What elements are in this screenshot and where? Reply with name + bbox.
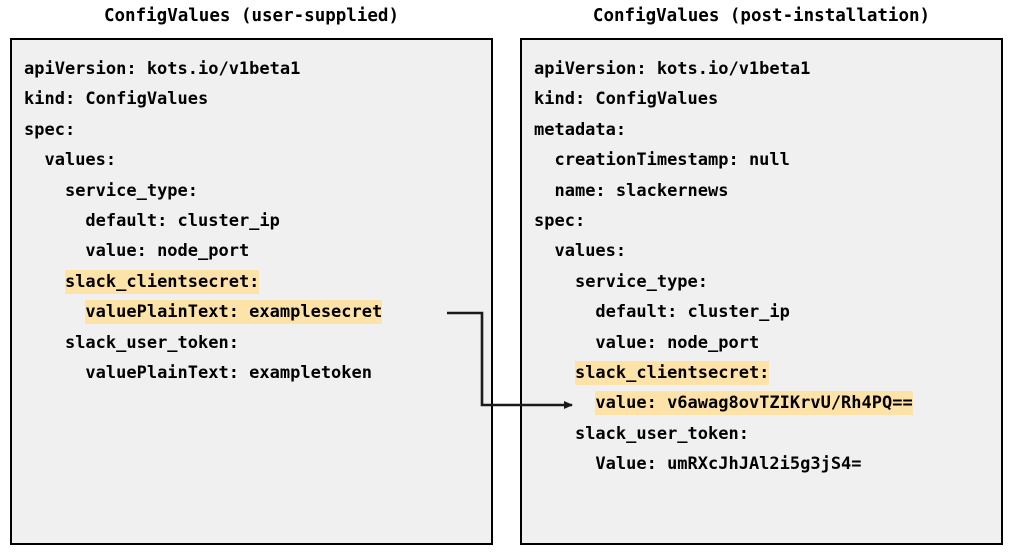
code-line: valuePlainText: exampletoken [24,358,489,388]
panel-user-supplied: ConfigValues (user-supplied) apiVersion:… [10,0,493,559]
code-text-highlighted: slack_clientsecret: [574,360,770,385]
code-text: values: [554,241,627,262]
code-text: kind: ConfigValues [534,89,719,110]
code-line: kind: ConfigValues [24,84,489,114]
code-indent [24,361,85,385]
code-text: apiVersion: kots.io/v1beta1 [534,59,811,79]
code-text: slack_user_token: [574,423,749,444]
code-text: service_type: [64,180,199,201]
code-line: service_type: [534,267,999,297]
code-line: values: [534,236,999,266]
code-indent [24,331,65,355]
code-line: slack_user_token: [534,419,999,449]
code-text: creationTimestamp: null [554,150,790,171]
code-indent [24,270,65,294]
code-text: apiVersion: kots.io/v1beta1 [24,59,301,79]
code-text-highlighted: value: v6awag8ovTZIKrvU/Rh4PQ== [595,391,913,416]
code-text: default: cluster_ip [85,210,280,231]
code-line: slack_user_token: [24,328,489,358]
code-line: service_type: [24,176,489,206]
code-text-highlighted: slack_clientsecret: [64,269,260,294]
panel-post-installation: ConfigValues (post-installation) apiVers… [520,0,1003,559]
code-indent [534,361,575,385]
code-text-highlighted: valuePlainText: examplesecret [85,300,383,325]
code-indent [534,300,595,324]
code-indent [534,391,595,415]
code-lines-user-supplied: apiVersion: kots.io/v1beta1 kind: ConfigV… [24,54,489,388]
code-line: value: node_port [534,328,999,358]
code-indent [24,209,85,233]
code-indent [534,452,595,476]
code-text: slack_user_token: [64,332,239,353]
code-line: creationTimestamp: null [534,145,999,175]
code-line: valuePlainText: examplesecret [24,297,489,327]
code-indent [534,179,554,203]
code-line: spec: [534,206,999,236]
code-line: name: slackernews [534,176,999,206]
code-text: spec: [24,119,76,140]
code-line: value: v6awag8ovTZIKrvU/Rh4PQ== [534,388,999,418]
panel-title-user-supplied: ConfigValues (user-supplied) [103,6,399,26]
code-indent [24,300,85,324]
code-indent [24,179,65,203]
code-line: apiVersion: kots.io/v1beta1 [534,54,999,84]
code-lines-post-installation: apiVersion: kots.io/v1beta1 kind: ConfigV… [534,54,999,479]
code-text: name: slackernews [554,180,729,201]
code-indent [24,239,85,263]
code-text: value: node_port [85,241,250,262]
code-text: service_type: [574,271,709,292]
code-line: spec: [24,115,489,145]
code-box-user-supplied: apiVersion: kots.io/v1beta1 kind: ConfigV… [10,38,493,545]
code-line: slack_clientsecret: [534,358,999,388]
code-line: default: cluster_ip [534,297,999,327]
code-line: slack_clientsecret: [24,267,489,297]
code-indent [534,422,575,446]
code-text: values: [44,150,117,171]
code-box-post-installation: apiVersion: kots.io/v1beta1 kind: ConfigV… [520,38,1003,545]
code-indent [24,148,44,172]
code-indent [534,331,595,355]
code-text: valuePlainText: exampletoken [85,362,372,383]
code-text: value: node_port [595,332,760,353]
code-indent [534,239,554,263]
code-text: metadata: [534,119,627,140]
code-text: spec: [534,210,586,231]
code-line: kind: ConfigValues [534,84,999,114]
code-text: default: cluster_ip [595,302,790,323]
code-line: Value: umRXcJhJAl2i5g3jS4= [534,449,999,479]
code-line: value: node_port [24,236,489,266]
code-line: metadata: [534,115,999,145]
panel-title-post-installation: ConfigValues (post-installation) [592,6,931,26]
code-indent [534,270,575,294]
code-indent [534,148,554,172]
code-text: Value: umRXcJhJAl2i5g3jS4= [595,454,862,475]
code-line: default: cluster_ip [24,206,489,236]
code-line: apiVersion: kots.io/v1beta1 [24,54,489,84]
code-text: kind: ConfigValues [24,89,209,110]
code-line: values: [24,145,489,175]
